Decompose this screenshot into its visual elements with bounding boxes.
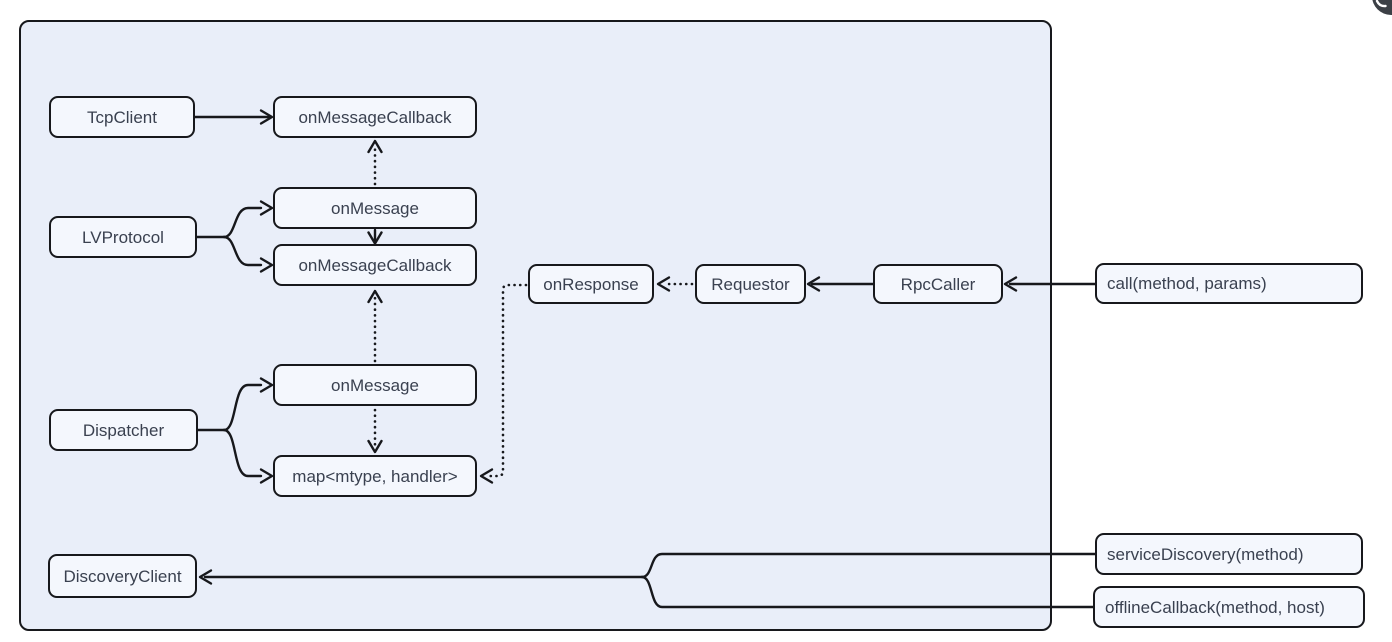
node-dispatcher: Dispatcher	[49, 409, 198, 451]
node-servicediscovery: serviceDiscovery(method)	[1095, 533, 1363, 575]
node-lvprotocol: LVProtocol	[49, 216, 197, 258]
node-call: call(method, params)	[1095, 263, 1363, 304]
corner-badge-icon	[1372, 0, 1392, 15]
corner-badge-button[interactable]	[1358, 0, 1392, 26]
node-lv-onmessage: onMessage	[273, 187, 477, 229]
node-requestor: Requestor	[695, 264, 806, 304]
node-tcp-onmessagecallback: onMessageCallback	[273, 96, 477, 138]
node-offlinecallback: offlineCallback(method, host)	[1093, 586, 1365, 628]
node-dispatcher-onmessage: onMessage	[273, 364, 477, 406]
node-rpccaller: RpcCaller	[873, 264, 1003, 304]
node-onresponse: onResponse	[528, 264, 654, 304]
node-tcpclient: TcpClient	[49, 96, 195, 138]
node-discoveryclient: DiscoveryClient	[48, 554, 197, 598]
node-dispatcher-map: map<mtype, handler>	[273, 455, 477, 497]
node-lv-onmessagecallback: onMessageCallback	[273, 244, 477, 286]
